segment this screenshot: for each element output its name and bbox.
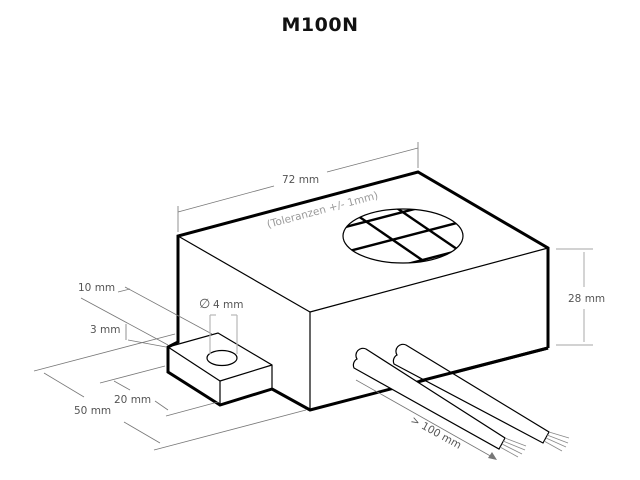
wire-strand: [546, 434, 569, 444]
dimension-20mm: 20 mm: [99, 365, 219, 417]
wire-strand: [499, 446, 519, 458]
cable-right: [392, 343, 570, 452]
housing-bottom-edge: [419, 346, 549, 383]
tab-left-face: [168, 347, 220, 405]
tab-edge: [219, 364, 273, 382]
arrow-head: [488, 452, 497, 460]
housing-left-face: [178, 236, 310, 410]
tab-width-label: 10 mm: [78, 282, 115, 294]
diameter-symbol: ∅: [199, 297, 210, 312]
height-label: 28 mm: [568, 293, 605, 305]
depth-label: 50 mm: [74, 405, 111, 417]
tab-length-label: 20 mm: [114, 394, 151, 406]
tab-outline: [166, 338, 273, 407]
hole-diameter-label: 4 mm: [213, 299, 243, 311]
tab-front-face: [220, 365, 272, 405]
cable-left-body: [352, 347, 506, 450]
wire-strand: [502, 440, 526, 451]
dimension-hole: ∅ 4 mm: [199, 297, 243, 354]
wire-strand: [501, 443, 523, 455]
wire-strand: [545, 437, 567, 448]
dimension-3mm: 3 mm: [90, 324, 167, 348]
length-label: 72 mm: [282, 174, 319, 186]
housing-edge-front-top: [309, 247, 549, 313]
tab-edge: [167, 346, 221, 382]
mounting-tab: [166, 332, 273, 407]
cable-left: [352, 347, 527, 458]
cable-right-body: [392, 343, 550, 444]
vent-grille: [342, 208, 464, 264]
mounting-hole: [206, 349, 238, 367]
wire-strand: [504, 437, 527, 447]
tab-height-label: 3 mm: [90, 324, 120, 336]
vent-bar: [343, 209, 463, 233]
tab-outline-top: [167, 332, 273, 389]
housing-outline-top: [176, 170, 550, 348]
vent-bar: [343, 215, 463, 258]
wire-strand: [543, 440, 563, 452]
housing-edge-top-front: [177, 235, 311, 313]
vent-bar: [384, 209, 463, 259]
diagram-title: M100N: [281, 14, 359, 36]
dimension-10mm: 10 mm: [78, 282, 213, 346]
cables: [352, 343, 570, 458]
dimension-28mm: 28 mm: [556, 248, 605, 346]
wire-strand: [548, 431, 570, 439]
dimension-50mm: 50 mm: [33, 333, 307, 451]
